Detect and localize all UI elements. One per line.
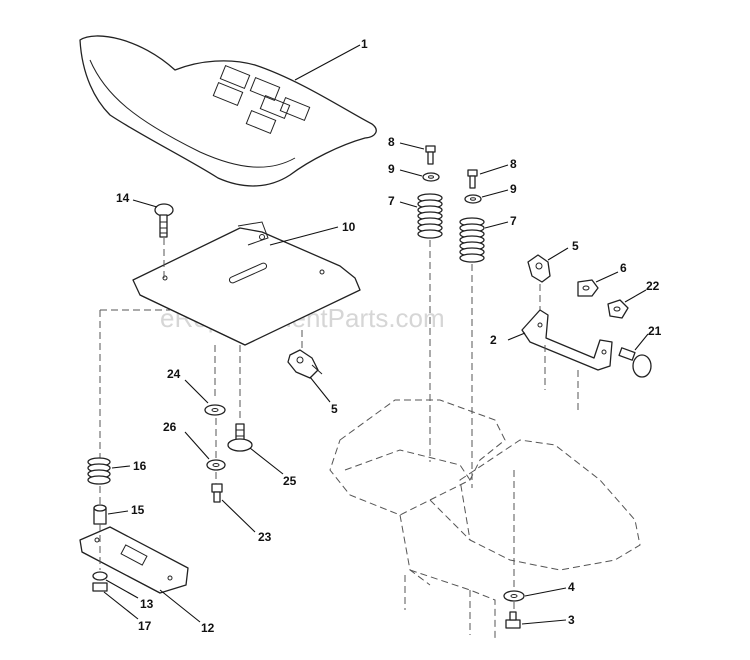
spring-7-right xyxy=(459,217,485,263)
washer-24 xyxy=(204,404,226,416)
washer-4 xyxy=(503,590,525,602)
callout-14: 14 xyxy=(116,191,130,205)
callout-22: 22 xyxy=(646,279,660,293)
frame-outline xyxy=(329,399,641,640)
bolt-8-left xyxy=(425,145,436,165)
nut-13 xyxy=(92,571,108,581)
nut-6 xyxy=(577,279,599,297)
callout-21: 21 xyxy=(648,324,662,338)
callout-10: 10 xyxy=(342,220,356,234)
callout-3: 3 xyxy=(568,613,575,627)
callout-12: 12 xyxy=(201,621,215,635)
bolt-23 xyxy=(211,483,223,503)
callout-17: 17 xyxy=(138,619,152,633)
callout-7-left: 7 xyxy=(388,194,395,208)
callout-8-left: 8 xyxy=(388,135,395,149)
washer-9-left xyxy=(422,172,440,182)
callout-1: 1 xyxy=(361,37,368,51)
latch-right xyxy=(527,254,551,283)
latch-left xyxy=(287,349,323,379)
callout-5-right: 5 xyxy=(572,239,579,253)
washer-26 xyxy=(206,459,226,471)
callout-23: 23 xyxy=(258,530,272,544)
seat-pan xyxy=(132,221,361,346)
bolt-8-right xyxy=(467,169,478,189)
callout-8-right: 8 xyxy=(510,157,517,171)
bracket-plate xyxy=(79,526,189,594)
callout-5-left: 5 xyxy=(331,402,338,416)
seat xyxy=(79,35,377,187)
callout-2: 2 xyxy=(490,333,497,347)
spring-7-left xyxy=(417,193,443,239)
washer-9-right xyxy=(464,194,482,204)
callout-16: 16 xyxy=(133,459,147,473)
callout-13: 13 xyxy=(140,597,154,611)
callout-25: 25 xyxy=(283,474,297,488)
spacer-15 xyxy=(93,504,107,525)
callout-9-right: 9 xyxy=(510,182,517,196)
callout-24: 24 xyxy=(167,367,181,381)
callout-26: 26 xyxy=(163,420,177,434)
bracket-2 xyxy=(521,309,613,371)
callout-6: 6 xyxy=(620,261,627,275)
callout-9-left: 9 xyxy=(388,162,395,176)
callout-7-right: 7 xyxy=(510,214,517,228)
callout-15: 15 xyxy=(131,503,145,517)
bolt-21 xyxy=(618,347,652,378)
spring-16 xyxy=(87,457,111,485)
nut-22 xyxy=(607,299,629,319)
knob-bolt xyxy=(154,203,174,238)
nut-17 xyxy=(92,582,108,592)
bolt-3 xyxy=(505,611,521,629)
shoulder-bolt-25 xyxy=(227,423,253,452)
callout-4: 4 xyxy=(568,580,575,594)
